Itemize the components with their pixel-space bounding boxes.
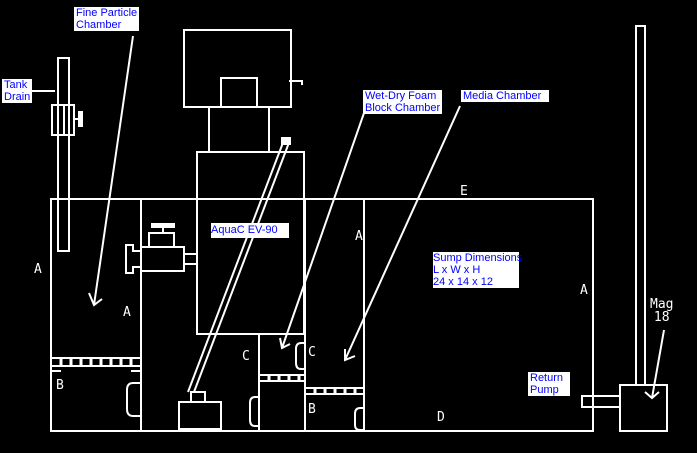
skimmer-label: AquaC EV-90 — [211, 223, 289, 238]
sump-outline — [50, 198, 594, 432]
tank-drain-label: Tank Drain — [2, 79, 33, 103]
media-arrow — [344, 105, 461, 362]
marker-c-2: C — [308, 345, 316, 360]
sump-dimensions-label: Sump Dimensions L x W x H 24 x 14 x 12 — [433, 252, 523, 288]
return-pump-nozzle — [581, 395, 621, 408]
media-chamber-label: Media Chamber — [461, 90, 550, 102]
cutout-5 — [354, 407, 364, 431]
grid-ticks — [59, 358, 357, 394]
skimmer-body — [196, 151, 305, 335]
marker-c-1: C — [242, 349, 250, 364]
marker-b-1: B — [56, 378, 64, 393]
skimmer-pump — [178, 401, 222, 430]
skimmer-pump-head — [190, 391, 206, 403]
leader-lines — [88, 35, 665, 400]
marker-b-2: B — [308, 402, 316, 417]
marker-a-4: A — [580, 283, 588, 298]
wet-dry-arrow — [279, 112, 365, 350]
valve-body — [140, 246, 185, 272]
baffle-grid-2 — [259, 374, 305, 382]
baffle-grid-1 — [51, 357, 141, 372]
skimmer-neck — [208, 106, 270, 153]
marker-a-2: A — [123, 305, 131, 320]
mag18-label: Mag 18 — [650, 297, 674, 325]
valve-handle — [151, 223, 175, 228]
skimmer-feed-pipe-r — [193, 139, 291, 393]
valve-bonnet — [148, 232, 175, 248]
skimmer-cup-spout — [289, 80, 303, 85]
marker-e: E — [460, 184, 468, 199]
skimmer-feed-pipe-l — [187, 139, 285, 393]
marker-d: D — [437, 410, 445, 425]
cutout-4 — [295, 342, 305, 370]
cutout-3 — [249, 396, 259, 427]
tank-drain-pipe — [57, 57, 70, 252]
mag18-arrow — [644, 329, 665, 400]
cutout-1 — [126, 382, 141, 417]
skimmer-cup-inner — [220, 77, 258, 108]
skimmer-cup — [183, 29, 292, 108]
mag18-pump — [619, 384, 668, 432]
valve-connector — [125, 244, 141, 274]
tank-drain-handle — [78, 111, 83, 127]
skimmer-feed-top — [281, 137, 291, 145]
fine-particle-arrow — [88, 35, 134, 307]
marker-a-1: A — [34, 262, 42, 277]
valve-outlet — [183, 253, 198, 265]
wet-dry-label: Wet-Dry Foam Block Chamber — [363, 90, 443, 114]
return-line — [635, 25, 646, 386]
return-pump-label: Return Pump — [528, 372, 570, 396]
fine-particle-label: Fine Particle Chamber — [74, 7, 140, 31]
marker-a-3: A — [355, 229, 363, 244]
